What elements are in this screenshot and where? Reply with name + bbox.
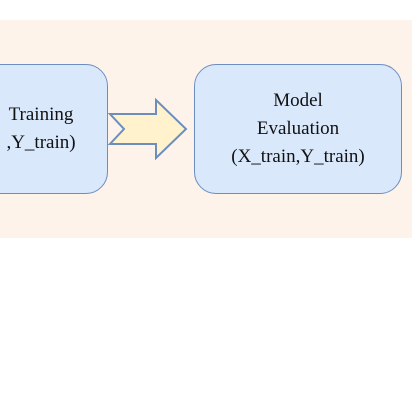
model-training-box: Training ,Y_train) <box>0 64 108 194</box>
model-evaluation-box: Model Evaluation (X_train,Y_train) <box>194 64 402 194</box>
model-evaluation-line-1: Model <box>273 90 323 111</box>
flow-arrow <box>108 98 188 160</box>
model-training-line-2: ,Y_train) <box>6 132 76 153</box>
model-training-line-1: Training <box>8 104 74 125</box>
model-evaluation-line-2: Evaluation <box>256 118 340 139</box>
flow-arrow-shape <box>108 98 188 160</box>
model-evaluation-line-3: (X_train,Y_train) <box>231 146 365 167</box>
